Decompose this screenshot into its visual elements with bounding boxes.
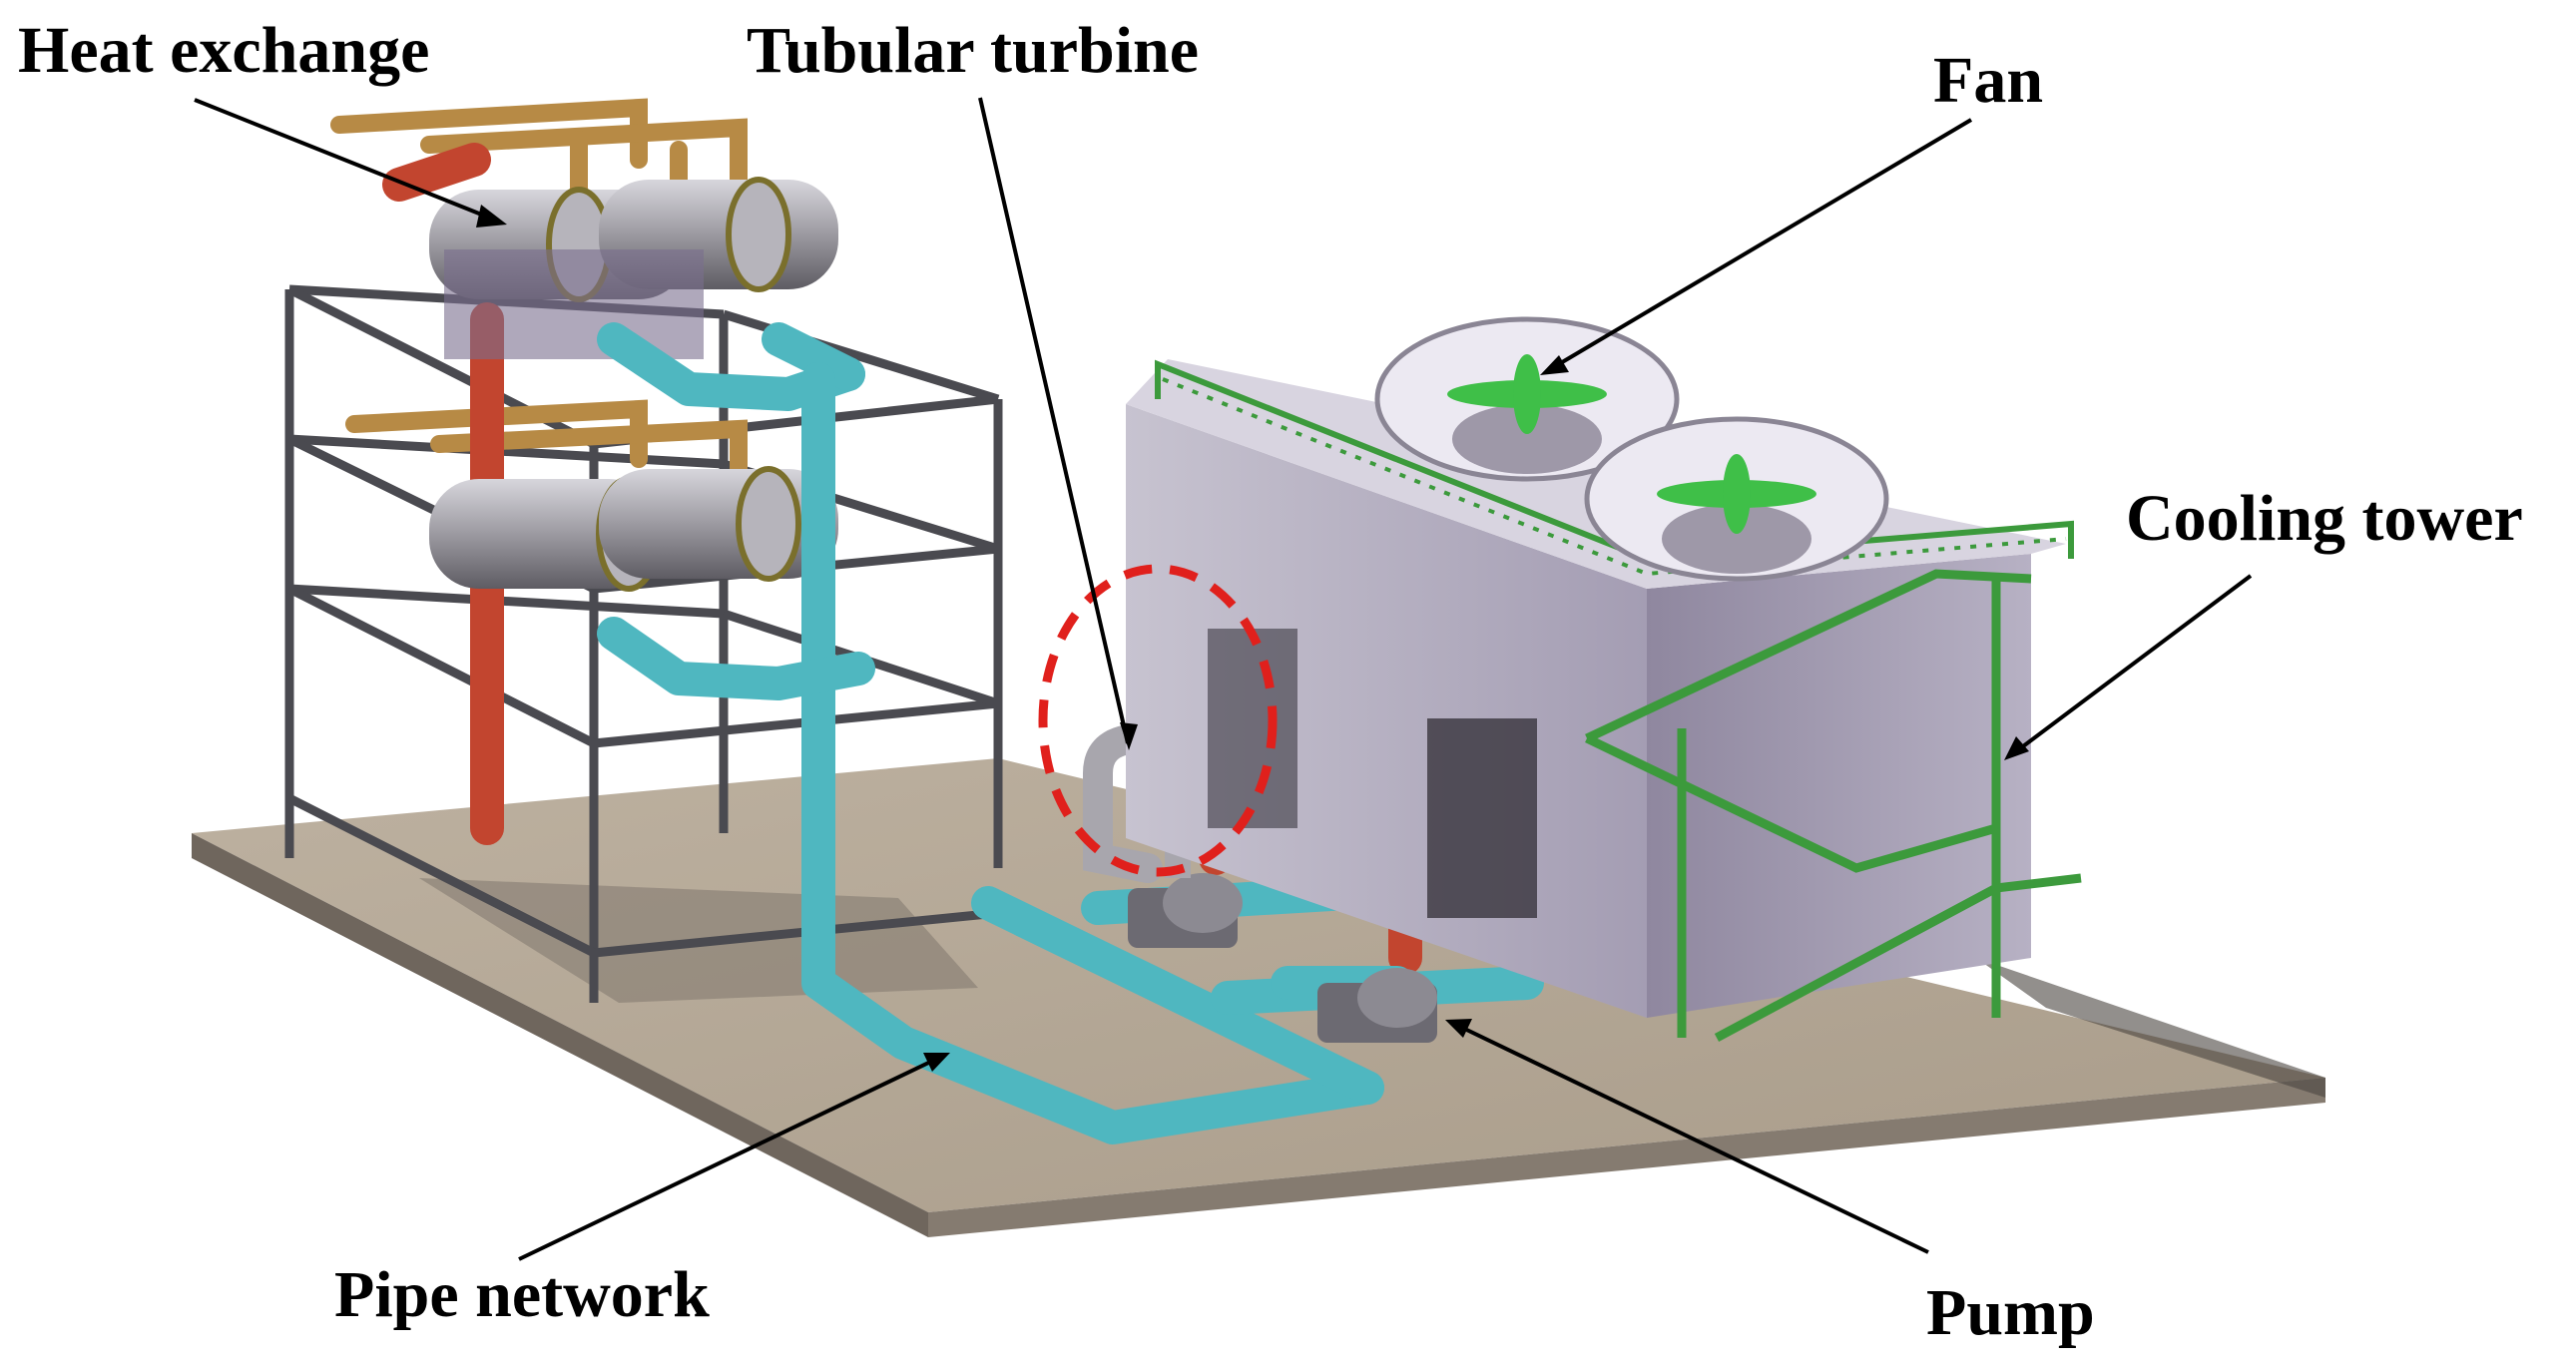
callout-leaders xyxy=(194,97,2253,1261)
cooling-tower-label: Cooling tower xyxy=(2126,482,2523,555)
tubular-turbine-leader xyxy=(978,97,1130,744)
fan-arrowhead xyxy=(1540,355,1569,375)
cooling-tower-arrowhead xyxy=(2004,736,2029,760)
heat-exchange-label: Heat exchange xyxy=(18,14,430,87)
fan-label: Fan xyxy=(1933,44,2044,117)
tubular-turbine-arrowhead xyxy=(1120,722,1138,750)
fan-blades xyxy=(1447,354,1816,534)
pump-label: Pump xyxy=(1926,1276,2095,1349)
pumps xyxy=(1128,873,1437,1043)
pipe-network-leader xyxy=(518,1054,944,1261)
pump-arrowhead xyxy=(1445,1019,1472,1038)
turbine-highlight-ring xyxy=(1038,564,1278,877)
pump-leader xyxy=(1451,1021,1929,1254)
pipe-network-arrowhead xyxy=(923,1053,950,1072)
cooling-tower xyxy=(1126,316,2082,1042)
cooling-tower-leader xyxy=(2009,574,2253,757)
heat-exchanger-vessels xyxy=(429,177,838,592)
pipe-network-label: Pipe network xyxy=(334,1258,710,1331)
tubular-turbine-label: Tubular turbine xyxy=(747,14,1200,87)
heat-exchange-arrowhead xyxy=(476,205,507,228)
callout-arrowheads xyxy=(476,205,2029,1072)
fan-leader xyxy=(1545,118,1973,373)
tower-stairs xyxy=(1585,569,2082,1042)
heat-exchange-leader xyxy=(194,98,500,224)
